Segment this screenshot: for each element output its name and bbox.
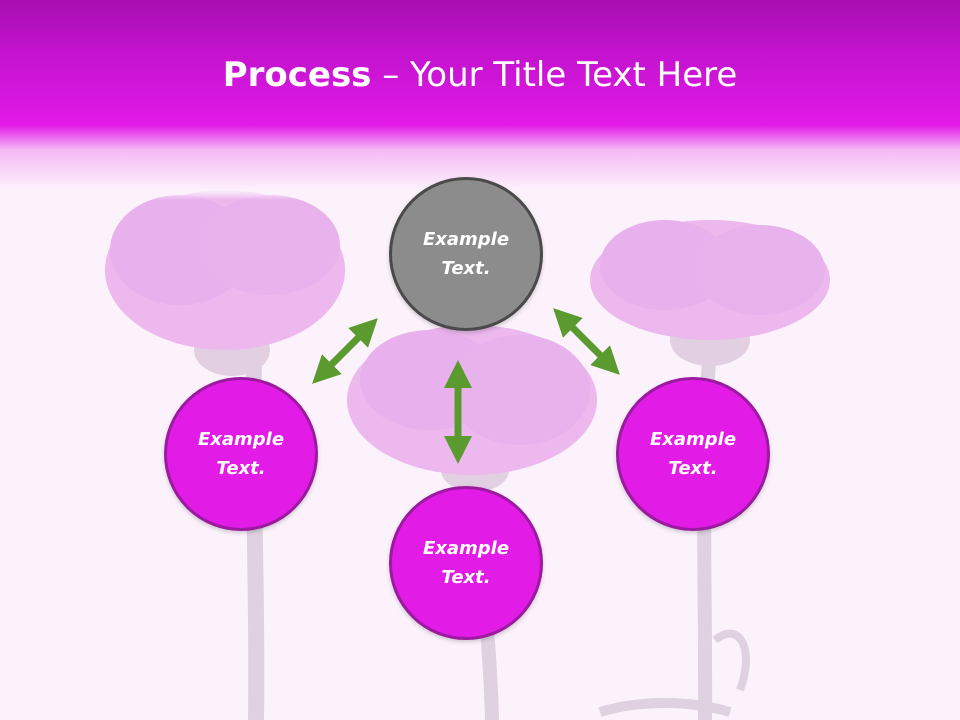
arrow-top-right [553, 308, 620, 375]
title-bold-part: Process [222, 55, 372, 95]
node-right-label: Example Text. [649, 429, 737, 479]
node-left[interactable]: Example Text. [164, 377, 318, 531]
node-bottom[interactable]: Example Text. [389, 486, 543, 640]
slide-title[interactable]: Process – Your Title Text Here [0, 52, 960, 98]
arrow-top-left [312, 318, 378, 384]
node-top[interactable]: Example Text. [389, 177, 543, 331]
node-bottom-label: Example Text. [422, 538, 510, 588]
title-rest-part: – Your Title Text Here [371, 55, 738, 95]
title-banner [0, 0, 960, 200]
node-right[interactable]: Example Text. [616, 377, 770, 531]
node-left-label: Example Text. [197, 429, 285, 479]
node-top-label: Example Text. [422, 229, 510, 279]
